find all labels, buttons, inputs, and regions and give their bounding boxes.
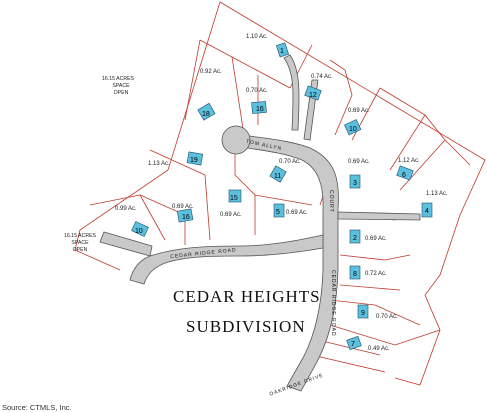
lot-12: 12 xyxy=(304,85,322,101)
svg-text:18: 18 xyxy=(202,111,210,118)
title-line-1: CEDAR HEIGHTS xyxy=(173,287,321,306)
lot-markers: 1 2 3 4 5 6 7 8 9 10 11 12 15 16 16 18 1… xyxy=(131,42,433,351)
lot-18: 18 xyxy=(197,102,216,121)
svg-text:16: 16 xyxy=(256,106,264,113)
open-space-label: 16.15 ACRES xyxy=(102,76,135,82)
svg-text:5: 5 xyxy=(276,209,280,216)
svg-text:10: 10 xyxy=(135,228,143,235)
acreage-label: 0.69 Ac. xyxy=(286,210,308,216)
tom-allyn-court xyxy=(235,133,339,392)
svg-text:16: 16 xyxy=(182,214,190,221)
lot-2: 2 xyxy=(349,229,361,244)
open-space-label: 16.15 ACRES xyxy=(64,233,97,239)
acreage-label: 0.49 Ac. xyxy=(368,346,390,352)
svg-text:12: 12 xyxy=(309,92,317,99)
lot-15: 15 xyxy=(228,189,242,203)
svg-text:3: 3 xyxy=(353,180,357,187)
acreage-label: 0.92 Ac. xyxy=(200,69,222,75)
acreage-label: 0.69 Ac. xyxy=(220,212,242,218)
svg-text:15: 15 xyxy=(230,195,238,202)
acreage-label: 1.10 Ac. xyxy=(246,34,268,40)
lot-11: 11 xyxy=(269,165,287,183)
svg-text:1: 1 xyxy=(280,48,284,55)
acreage-label: 0.69 Ac. xyxy=(348,159,370,165)
lot-1: 1 xyxy=(275,42,289,58)
acreage-label: 0.99 Ac. xyxy=(115,206,137,212)
cedar-ridge-west-ext xyxy=(99,231,153,257)
lot-boundaries xyxy=(74,1,486,386)
lot-16b: 16 xyxy=(176,208,194,223)
svg-text:2: 2 xyxy=(353,235,357,242)
lot-9: 9 xyxy=(357,304,369,319)
acreage-label: 0.70 Ac. xyxy=(279,159,301,165)
open-space-label: OPEN xyxy=(73,247,88,253)
acreage-label: 1.13 Ac. xyxy=(148,161,170,167)
lot-6: 6 xyxy=(396,165,414,181)
lot-16a: 16 xyxy=(251,101,267,114)
acreage-label: 1.12 Ac. xyxy=(398,158,420,164)
acreage-label: 0.74 Ac. xyxy=(311,74,333,80)
open-space-label: SPACE xyxy=(112,83,130,89)
road-label-cedar-ridge-vertical: CEDAR RIDGE ROAD xyxy=(330,270,336,337)
acreage-label: 0.69 Ac. xyxy=(172,204,194,210)
acreage-label: 0.70 Ac. xyxy=(246,88,268,94)
open-space-labels: 16.15 ACRES SPACE OPEN 16.15 ACRES SPACE… xyxy=(64,76,135,253)
driveway-lot-4 xyxy=(337,211,421,221)
cul-de-sac-west xyxy=(221,125,251,155)
open-space-label: SPACE xyxy=(71,240,89,246)
lot-19: 19 xyxy=(186,151,204,166)
acreage-label: 1.13 Ac. xyxy=(426,191,448,197)
acreage-label: 0.72 Ac. xyxy=(365,271,387,277)
road-label-court: COURT xyxy=(328,190,334,213)
svg-text:6: 6 xyxy=(402,172,406,179)
source-credit: Source: CTMLS, Inc. xyxy=(2,403,72,412)
title-line-2: SUBDIVISION xyxy=(186,317,306,336)
acreage-label: 0.69 Ac. xyxy=(348,108,370,114)
acreage-label: 0.69 Ac. xyxy=(365,236,387,242)
svg-text:7: 7 xyxy=(351,341,355,348)
lot-8: 8 xyxy=(349,265,361,280)
svg-text:8: 8 xyxy=(353,271,357,278)
lot-10b: 10 xyxy=(344,119,362,136)
svg-text:11: 11 xyxy=(274,173,281,180)
acreage-label: 0.70 Ac. xyxy=(376,314,398,320)
lot-4: 4 xyxy=(421,202,433,218)
lot-10a: 10 xyxy=(131,221,149,237)
driveway-lot-1 xyxy=(283,54,300,131)
open-space-label: OPEN xyxy=(114,90,129,96)
svg-text:4: 4 xyxy=(425,208,429,215)
svg-text:19: 19 xyxy=(190,157,198,164)
cedar-ridge-road xyxy=(129,234,324,285)
acreage-labels: 1.10 Ac. 0.92 Ac. 0.70 Ac. 0.74 Ac. 0.69… xyxy=(115,34,448,352)
lot-3: 3 xyxy=(349,174,361,189)
svg-text:10: 10 xyxy=(349,126,357,133)
svg-text:9: 9 xyxy=(361,310,365,317)
lot-7: 7 xyxy=(346,335,362,351)
subdivision-title: CEDAR HEIGHTS SUBDIVISION xyxy=(173,287,321,336)
lot-5: 5 xyxy=(273,203,285,218)
